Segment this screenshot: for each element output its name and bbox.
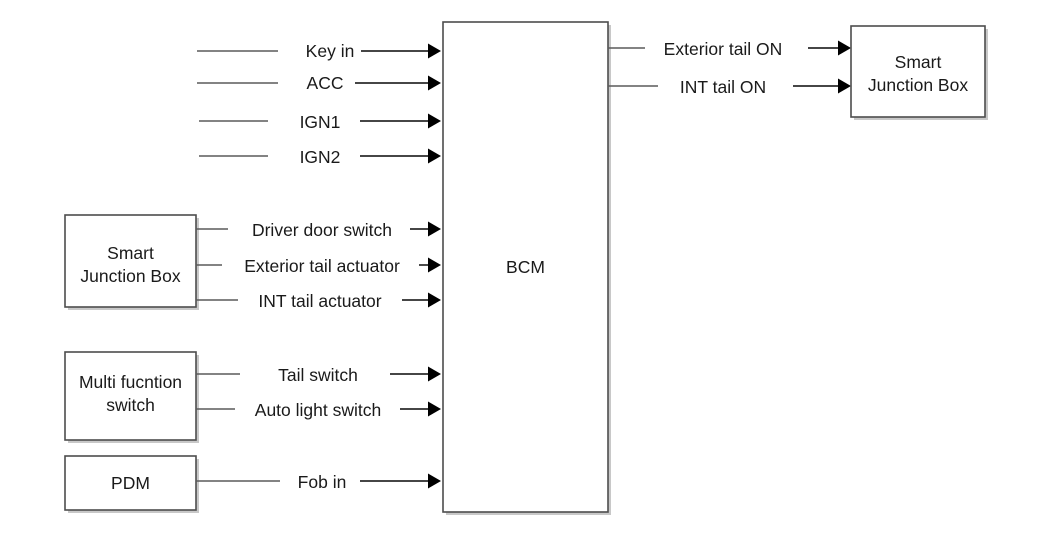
smart-junction-box-left-label-line2: Junction Box [80,266,180,286]
smart-junction-box-right[interactable] [850,25,986,118]
arrow-auto-light-switch [428,401,441,417]
smart-junction-box-left-label-line1: Smart [107,243,154,263]
arrow-acc [428,75,441,91]
smart-junction-box-right-label-line1: Smart [895,52,942,72]
arrow-fob-in [428,473,441,489]
arrow-ign1 [428,113,441,129]
arrow-int-tail-on [838,78,851,94]
arrow-exterior-tail-on [838,40,851,56]
arrow-key-in [428,43,441,59]
multi-function-switch-label-line1: Multi fucntion [79,372,182,392]
signal-label-acc: ACC [307,73,344,93]
signal-label-exterior-tail-on: Exterior tail ON [664,39,783,59]
signal-label-tail-switch: Tail switch [278,365,358,385]
signal-label-ign2: IGN2 [300,147,341,167]
arrow-tail-switch [428,366,441,382]
arrow-exterior-tail-actuator [428,257,441,273]
arrow-int-tail-actuator [428,292,441,308]
signal-label-int-tail-on: INT tail ON [680,77,766,97]
smart-junction-box-right-label-line2: Junction Box [868,75,968,95]
signal-label-fob-in: Fob in [298,472,347,492]
arrow-driver-door-switch [428,221,441,237]
multi-function-switch-label-line2: switch [106,395,155,415]
signal-label-int-tail-actuator: INT tail actuator [258,291,381,311]
pdm-block-label: PDM [111,473,150,493]
bcm-block-label: BCM [506,257,545,277]
smart-junction-box-left[interactable] [64,214,197,308]
pdm-block[interactable] [64,455,197,511]
signal-label-key-in: Key in [306,41,355,61]
signal-label-driver-door-switch: Driver door switch [252,220,392,240]
signal-label-exterior-tail-actuator: Exterior tail actuator [244,256,400,276]
arrow-ign2 [428,148,441,164]
signal-label-auto-light-switch: Auto light switch [255,400,381,420]
multi-function-switch[interactable] [64,351,197,441]
bcm-block[interactable] [442,21,609,513]
signal-label-ign1: IGN1 [300,112,341,132]
